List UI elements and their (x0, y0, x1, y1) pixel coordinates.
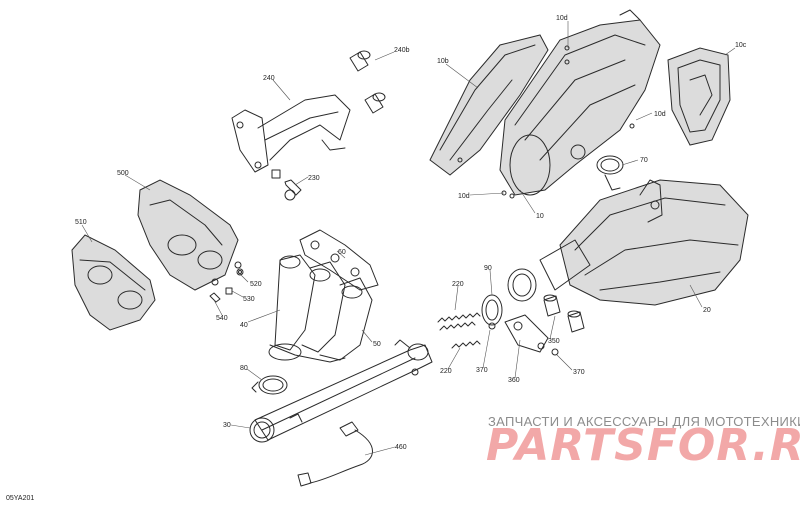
clamp-80 (251, 375, 288, 395)
gasket-90 (481, 294, 503, 326)
callout-350: 350 (548, 338, 560, 345)
callout-510: 510 (75, 219, 87, 226)
springs-220 (437, 312, 481, 349)
callout-10: 10 (536, 213, 544, 220)
callout-20: 20 (703, 307, 711, 314)
callout-220-bottom: 220 (440, 368, 452, 375)
heat-shield-500 (137, 179, 242, 291)
muffler-20 (507, 179, 749, 306)
callout-540: 540 (216, 315, 228, 322)
callout-30: 30 (223, 422, 231, 429)
gasket-60 (299, 229, 379, 291)
callout-530: 530 (243, 296, 255, 303)
watermark: ЗАПЧАСТИ И АКСЕССУАРЫ ДЛЯ МОТОТЕХНИКИ PA… (486, 414, 800, 471)
heat-shield-10b (429, 34, 549, 176)
bracket-240 (231, 94, 351, 179)
callout-500: 500 (117, 170, 129, 177)
callout-10d-bottom: 10d (458, 193, 470, 200)
callout-10d-right: 10d (654, 111, 666, 118)
head-pipe-30 (249, 339, 433, 443)
callout-60: 60 (338, 249, 346, 256)
sensor-460 (297, 421, 373, 487)
bushings-240b (349, 50, 386, 114)
end-cap-10c (667, 47, 731, 146)
callout-40: 40 (240, 322, 248, 329)
callout-230: 230 (308, 175, 320, 182)
callout-80: 80 (240, 365, 248, 372)
callout-70: 70 (640, 157, 648, 164)
callout-10b: 10b (437, 58, 449, 65)
callout-10d-top: 10d (556, 15, 568, 22)
callout-90: 90 (484, 265, 492, 272)
leader-lines (81, 21, 736, 456)
callout-240b: 240b (394, 47, 410, 54)
callout-240: 240 (263, 75, 275, 82)
callout-370-left: 370 (476, 367, 488, 374)
callout-360: 360 (508, 377, 520, 384)
bushings-350 (543, 294, 585, 333)
heat-shield-510 (71, 234, 156, 331)
callout-370-right: 370 (573, 369, 585, 376)
manifold-40 (268, 254, 373, 363)
callout-labels: 10d 10b 10c 10d 10d 10 70 20 240 240b 23… (75, 15, 747, 451)
watermark-logo: PARTSFOR.RU (486, 420, 800, 471)
muffler-housing-10 (499, 9, 661, 196)
bolt-230 (284, 179, 302, 201)
callout-520: 520 (250, 281, 262, 288)
callout-460: 460 (395, 444, 407, 451)
callout-50: 50 (373, 341, 381, 348)
diagram-reference-code: 05YA201 (6, 495, 34, 502)
watermark-tagline: ЗАПЧАСТИ И АКСЕССУАРЫ ДЛЯ МОТОТЕХНИКИ (488, 414, 800, 429)
callout-10c: 10c (735, 42, 747, 49)
callout-220-top: 220 (452, 281, 464, 288)
bracket-360 (488, 314, 559, 356)
